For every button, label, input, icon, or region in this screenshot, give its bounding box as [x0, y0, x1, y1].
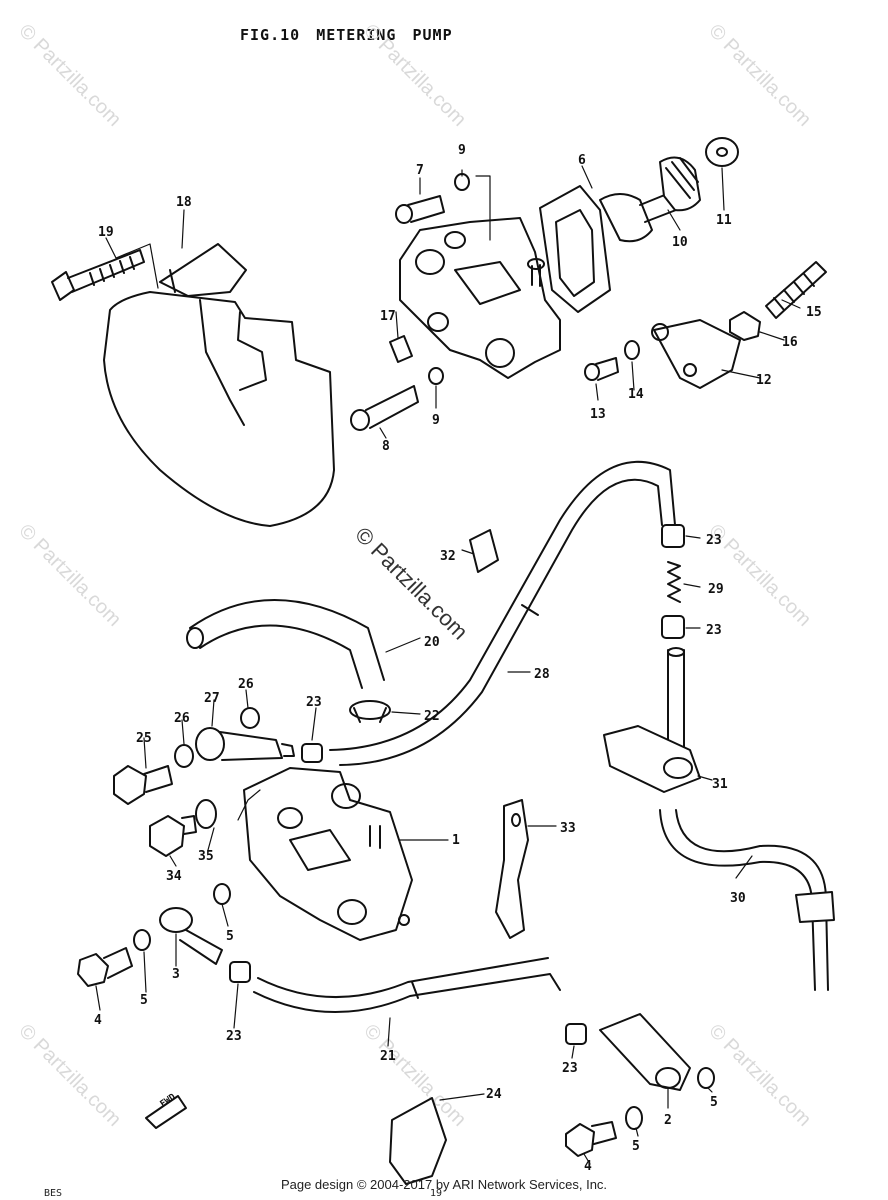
callout-label: 5	[632, 1139, 640, 1154]
washer	[428, 367, 444, 385]
callout-label: 25	[136, 731, 152, 746]
callout-label: 11	[716, 213, 732, 228]
callout-label: 18	[176, 195, 192, 210]
callout-label: 5	[710, 1095, 718, 1110]
callout-label: 8	[382, 439, 390, 454]
callout-label: 28	[534, 667, 550, 682]
oil-hose	[253, 957, 561, 1014]
washer	[624, 340, 640, 360]
callout-label: 26	[174, 711, 190, 726]
joint	[565, 1023, 587, 1045]
callout-label: 1	[452, 833, 460, 848]
callout-label: 7	[416, 163, 424, 178]
pipe-clamp	[495, 799, 529, 939]
washer	[697, 1067, 715, 1089]
washer	[240, 707, 260, 729]
joint	[661, 524, 685, 548]
callout-label: 24	[486, 1087, 502, 1102]
bolt	[51, 249, 145, 301]
callout-label: 4	[94, 1013, 102, 1028]
callout-label: 5	[140, 993, 148, 1008]
callout-label: 6	[578, 153, 586, 168]
screw	[350, 385, 419, 431]
footer-copyright: Page design © 2004-2017 by ARI Network S…	[280, 1177, 608, 1192]
callout-label: 9	[458, 143, 466, 158]
pump-lever	[651, 319, 741, 389]
callout-label: 23	[226, 1029, 242, 1044]
callout-label: 19	[98, 225, 114, 240]
oil-pipe	[659, 647, 835, 991]
callout-label: 10	[672, 235, 688, 250]
screw	[395, 195, 445, 224]
washer	[195, 799, 217, 829]
oil-pipe	[329, 460, 676, 766]
callout-label: 5	[226, 929, 234, 944]
figure-title: FIG.10 METERING PUMP	[240, 26, 453, 44]
edge-marker: 19	[430, 1188, 443, 1199]
callout-label: 27	[204, 691, 220, 706]
callout-label: 31	[712, 777, 728, 792]
pipe-clamp	[603, 725, 701, 793]
callout-label: 35	[198, 849, 214, 864]
bolt	[149, 815, 197, 857]
banjo-bolt	[565, 1121, 617, 1157]
banjo-fitting	[195, 727, 295, 761]
pump-body	[399, 217, 561, 379]
callout-label: 21	[380, 1049, 396, 1064]
callout-label: 23	[306, 695, 322, 710]
callout-label: 23	[562, 1061, 578, 1076]
washer	[625, 1106, 643, 1130]
gasket	[539, 185, 611, 313]
callout-label: 23	[706, 533, 722, 548]
callout-label: 13	[590, 407, 606, 422]
banjo-fitting	[159, 907, 223, 965]
callout-label: 20	[424, 635, 440, 650]
callout-label: 26	[238, 677, 254, 692]
clip	[469, 529, 499, 573]
callout-label: 14	[628, 387, 644, 402]
callout-label: 16	[782, 335, 798, 350]
oil-tank	[103, 243, 335, 527]
washer	[133, 929, 151, 951]
callout-label: 23	[706, 623, 722, 638]
callout-label: 3	[172, 967, 180, 982]
joint	[229, 961, 251, 983]
joint	[661, 615, 685, 639]
washer	[174, 744, 194, 768]
clip	[389, 1097, 447, 1185]
joint	[301, 743, 323, 763]
callout-label: 12	[756, 373, 772, 388]
banjo-bolt	[77, 947, 133, 987]
callout-label: 15	[806, 305, 822, 320]
callout-label: 9	[432, 413, 440, 428]
callout-label: 2	[664, 1113, 672, 1128]
pump-body	[243, 767, 413, 941]
adjuster-bolt	[765, 261, 827, 319]
washer	[213, 883, 231, 905]
spring	[667, 561, 681, 603]
callout-labels: 1 2 3 4 4 5 5 5 5 6 7 8 9 9 10 11 12 13 …	[94, 143, 822, 1174]
nut	[729, 311, 761, 341]
callout-label: 4	[584, 1159, 592, 1174]
callout-label: 30	[730, 891, 746, 906]
plug	[389, 335, 413, 363]
callout-label: 34	[166, 869, 182, 884]
leader-lines	[95, 165, 801, 1165]
banjo-bolt	[113, 765, 173, 805]
forward-arrow-icon	[145, 1095, 187, 1129]
callout-label: 29	[708, 582, 724, 597]
screw	[584, 357, 619, 381]
callout-label: 33	[560, 821, 576, 836]
edge-marker: BES	[44, 1188, 63, 1199]
callout-label: 17	[380, 309, 396, 324]
banjo-fitting	[599, 1013, 691, 1091]
hose-clamp	[349, 700, 391, 723]
hose	[186, 599, 385, 689]
callout-label: 32	[440, 549, 456, 564]
gear-shaft	[599, 137, 739, 243]
callout-label: 22	[424, 709, 440, 724]
